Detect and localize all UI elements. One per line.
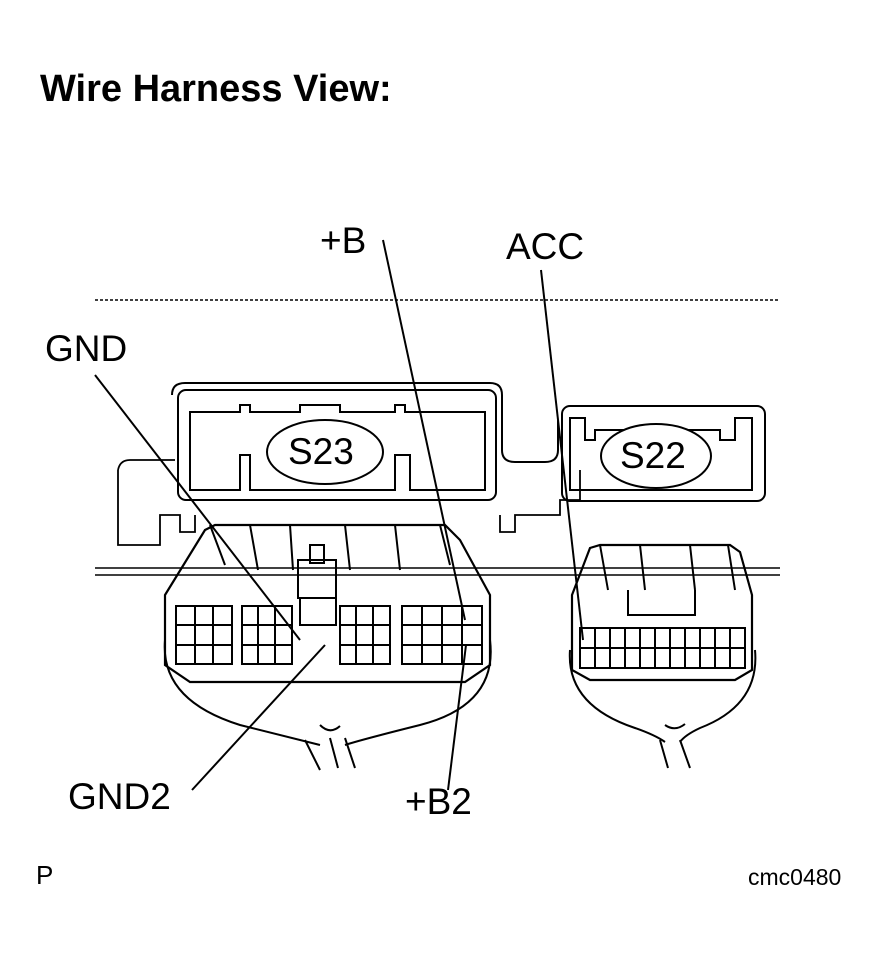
diagram-title: Wire Harness View: — [40, 68, 392, 110]
connector-s23-plug — [163, 523, 492, 771]
leader-gnd — [94, 374, 301, 641]
connector-id-s23: S23 — [288, 431, 354, 472]
s23-badge — [266, 419, 384, 485]
connector-s23-housing — [171, 382, 559, 501]
leader-b-plus — [382, 239, 466, 621]
footer-left-code: P — [36, 860, 54, 890]
label-gnd: GND — [45, 328, 128, 369]
leader-b-plus2 — [447, 644, 467, 791]
leader-acc — [540, 269, 584, 641]
label-b-plus2: +B2 — [405, 781, 472, 822]
label-acc: ACC — [506, 226, 585, 267]
figure-code: cmc0480 — [748, 864, 842, 890]
connector-s22-plug — [568, 543, 757, 769]
connector-id-s22: S22 — [620, 435, 686, 476]
leader-gnd2 — [191, 644, 326, 791]
s22-badge — [600, 423, 712, 489]
label-gnd2: GND2 — [68, 776, 171, 817]
label-b-plus: +B — [320, 220, 367, 261]
